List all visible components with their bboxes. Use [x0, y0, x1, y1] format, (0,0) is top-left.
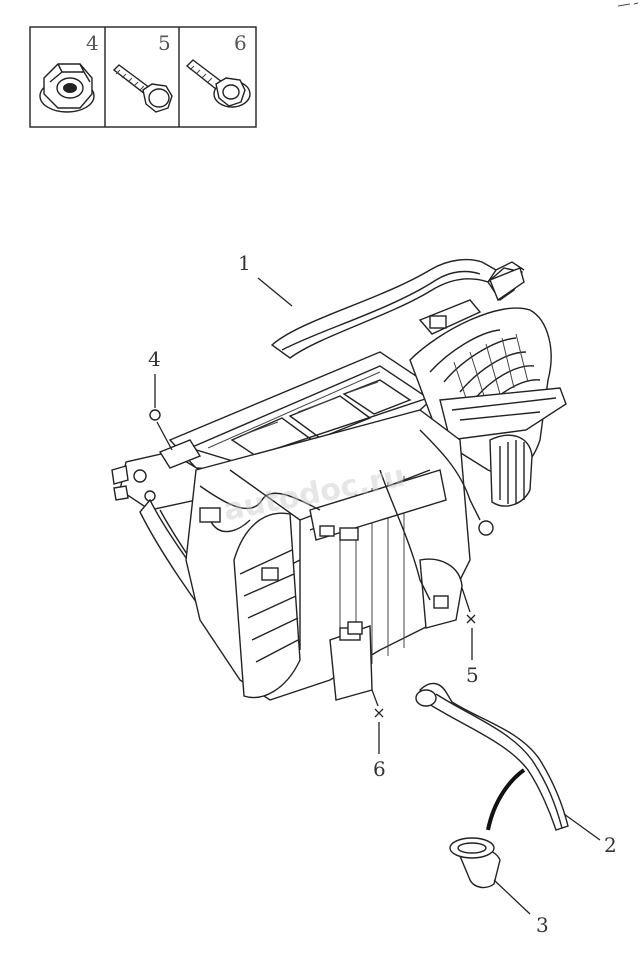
callout-number-2: 2 [604, 833, 617, 857]
legend-number-5: 5 [158, 31, 171, 55]
legend-number-4: 4 [86, 31, 99, 55]
leader-line-3 [493, 879, 531, 915]
callout-6[interactable]: 6 [371, 689, 386, 781]
callout-number-1: 1 [238, 251, 251, 275]
callout-3[interactable]: 3 [493, 879, 549, 937]
callout-4[interactable]: 4 [148, 347, 173, 451]
heater-ac-unit-drawing [111, 258, 567, 701]
legend-cell-5[interactable]: 5 [112, 31, 173, 113]
flange-nut-icon [39, 63, 95, 113]
callout-number-4: 4 [148, 347, 161, 371]
callout-1[interactable]: 1 [238, 251, 293, 307]
callout-number-6: 6 [373, 757, 386, 781]
flange-bolt-icon [185, 59, 251, 108]
callout-number-3: 3 [536, 913, 549, 937]
leader-line-4b [156, 421, 173, 451]
callout-2[interactable]: 2 [563, 813, 617, 857]
hex-bolt-icon [112, 64, 173, 113]
bolt-marker-6-icon [374, 708, 384, 718]
nut-marker-icon [149, 409, 161, 421]
leader-line-2 [563, 813, 601, 841]
callout-5[interactable]: 5 [461, 587, 479, 687]
corner-mark [617, 2, 639, 7]
legend-cell-6[interactable]: 6 [185, 31, 251, 108]
bolt-marker-5-icon [466, 614, 476, 624]
leader-line-1 [257, 277, 293, 307]
leader-line-6a [371, 689, 379, 707]
callout-number-5: 5 [466, 663, 479, 687]
legend-number-6: 6 [234, 31, 247, 55]
leader-line-5a [461, 587, 471, 613]
legend-box: 4 5 6 [29, 26, 257, 128]
drain-valve-drawing [449, 837, 501, 889]
legend-cell-4[interactable]: 4 [39, 31, 99, 113]
drain-hose-drawing [415, 682, 569, 831]
